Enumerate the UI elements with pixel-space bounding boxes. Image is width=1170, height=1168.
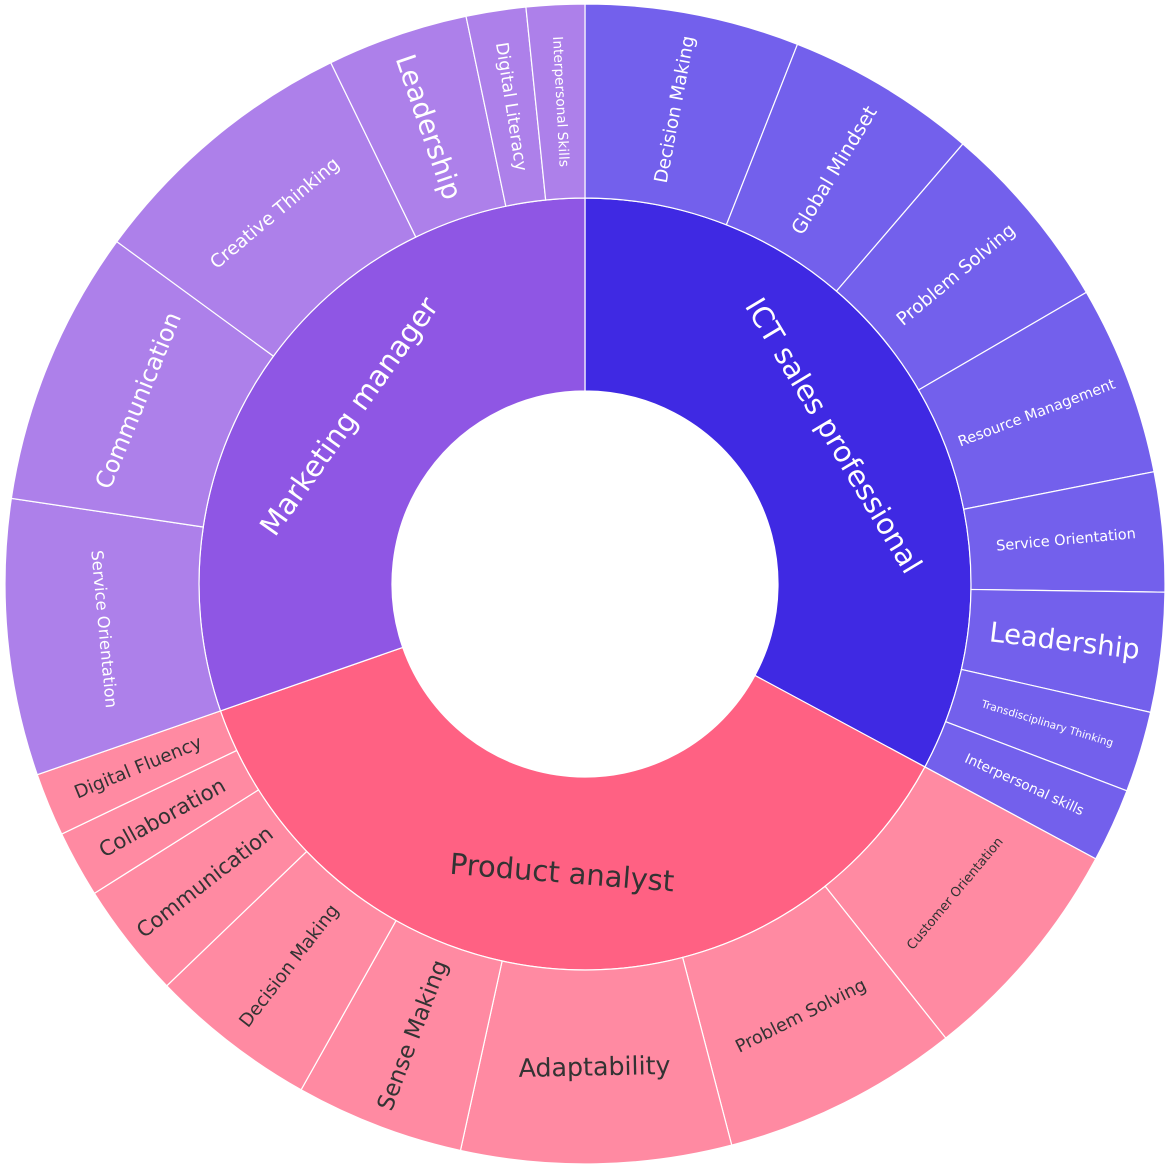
skill-label-marketing-manager-interpersonal-skills: Interpersonal Skills xyxy=(549,36,572,167)
skill-label-product-analyst-adaptability: Adaptability xyxy=(518,1051,671,1083)
skill-segment-marketing-manager-interpersonal-skills[interactable] xyxy=(525,3,586,201)
sunburst-segments xyxy=(4,3,1166,1165)
